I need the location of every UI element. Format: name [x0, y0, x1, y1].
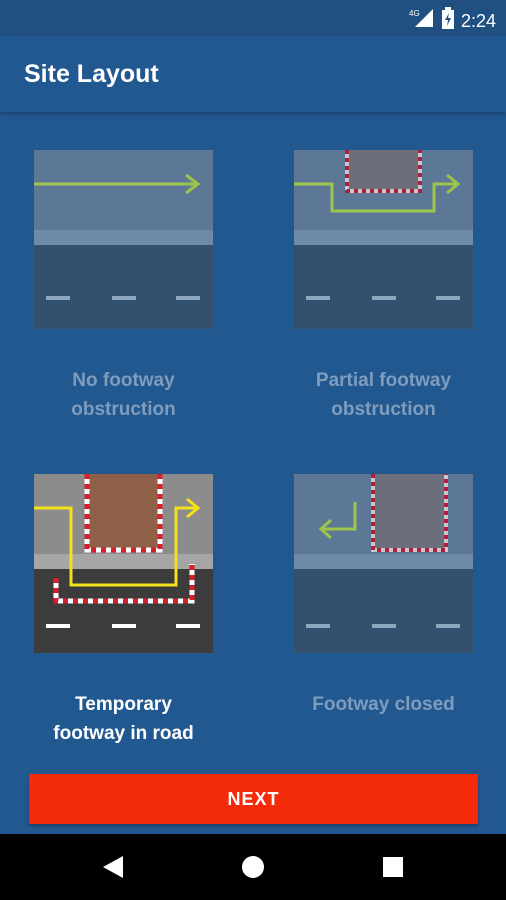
option-partial-footway-obstruction[interactable]: Partial footway obstruction [294, 150, 473, 420]
temporary-footway-diagram-icon [34, 474, 213, 653]
recents-button[interactable] [353, 834, 433, 900]
back-triangle-icon [103, 856, 123, 878]
option-footway-closed[interactable]: Footway closed [294, 474, 473, 715]
option-label: Temporary footway in road [53, 694, 194, 744]
recents-square-icon [383, 857, 403, 877]
partial-obstruction-diagram-icon [294, 150, 473, 329]
signal-icon: 4G [409, 7, 435, 34]
next-button[interactable]: NEXT [29, 774, 478, 824]
clock: 2:24 [460, 10, 496, 31]
battery-icon [441, 7, 455, 34]
footway-closed-diagram-icon [294, 474, 473, 653]
no-obstruction-diagram-icon [34, 150, 213, 329]
back-button[interactable] [73, 834, 153, 900]
option-no-footway-obstruction[interactable]: No footway obstruction [34, 150, 213, 420]
status-icons: 4G 2:24 [409, 7, 496, 34]
option-temporary-footway-in-road[interactable]: Temporary footway in road [34, 474, 213, 744]
app-bar: Site Layout [0, 36, 506, 112]
option-label: Footway closed [312, 694, 455, 715]
network-type: 4G [409, 9, 420, 18]
navigation-bar [0, 834, 506, 900]
home-circle-icon [242, 856, 264, 878]
page-title: Site Layout [24, 60, 159, 88]
option-label: Partial footway obstruction [315, 370, 452, 420]
status-bar: 4G 2:24 [0, 0, 506, 36]
option-label: No footway obstruction [71, 370, 176, 420]
home-button[interactable] [213, 834, 293, 900]
